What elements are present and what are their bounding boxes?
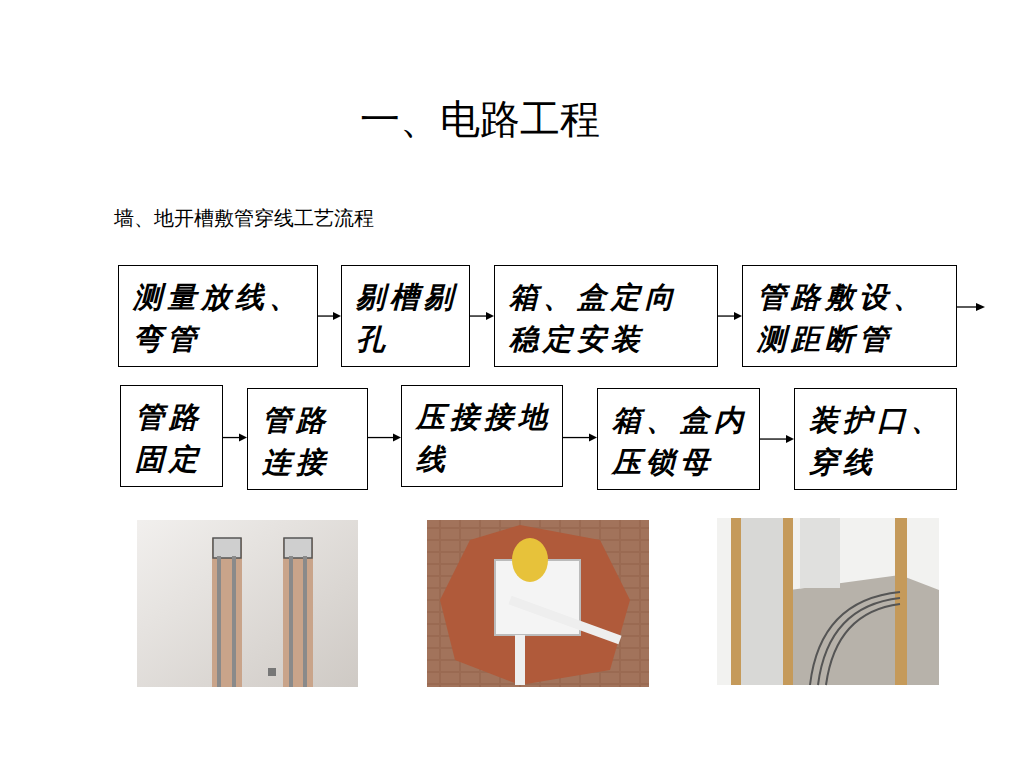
process-box: 箱、盒内 压锁母 xyxy=(597,388,760,490)
flow-arrow xyxy=(368,434,401,442)
step-text: 装护口、 穿线 xyxy=(809,399,946,483)
connector-line xyxy=(368,437,394,438)
connector-line xyxy=(718,315,735,316)
process-box: 装护口、 穿线 xyxy=(794,388,957,490)
arrow-head xyxy=(333,312,341,320)
process-box: 测量放线、 弯管 xyxy=(118,265,318,367)
arrow-head xyxy=(786,435,794,443)
step-text: 剔槽剔 孔 xyxy=(356,276,459,360)
step-text: 箱、盒内 压锁母 xyxy=(612,399,749,483)
page-title: 一、电路工程 xyxy=(300,92,660,147)
arrow-head xyxy=(393,434,401,442)
process-box: 箱、盒定向 稳定安装 xyxy=(494,265,718,367)
connector-line xyxy=(470,315,487,316)
photo-wall-grooves xyxy=(137,520,358,687)
flow-arrow xyxy=(318,312,341,320)
step-text: 管路 固定 xyxy=(135,396,212,480)
step-text: 压接接地 线 xyxy=(416,396,552,480)
step-text: 管路 连接 xyxy=(262,399,357,483)
step-text: 管路敷设、 测距断管 xyxy=(757,276,946,360)
process-box: 压接接地 线 xyxy=(401,385,563,487)
connector-line xyxy=(318,315,334,316)
photo-floor-conduits xyxy=(717,518,939,685)
process-box: 剔槽剔 孔 xyxy=(341,265,470,367)
arrow-head xyxy=(734,312,742,320)
photo-junction-box xyxy=(427,520,649,687)
connector-line xyxy=(563,437,590,438)
connector-line xyxy=(223,437,240,438)
flow-arrow xyxy=(563,434,597,442)
step-text: 箱、盒定向 稳定安装 xyxy=(509,276,707,360)
process-box: 管路 连接 xyxy=(247,388,368,490)
continuation-arrow xyxy=(957,303,985,311)
flow-arrow xyxy=(718,312,742,320)
connector-line xyxy=(760,438,787,439)
process-box: 管路敷设、 测距断管 xyxy=(742,265,957,367)
flow-arrow xyxy=(470,312,494,320)
arrow-head xyxy=(486,312,494,320)
process-box: 管路 固定 xyxy=(120,385,223,487)
flow-arrow xyxy=(760,435,794,443)
subtitle-label: 墙、地开槽敷管穿线工艺流程 xyxy=(114,205,374,232)
arrow-head xyxy=(239,434,247,442)
step-text: 测量放线、 弯管 xyxy=(133,276,307,360)
arrow-head xyxy=(589,434,597,442)
flow-arrow xyxy=(223,434,247,442)
